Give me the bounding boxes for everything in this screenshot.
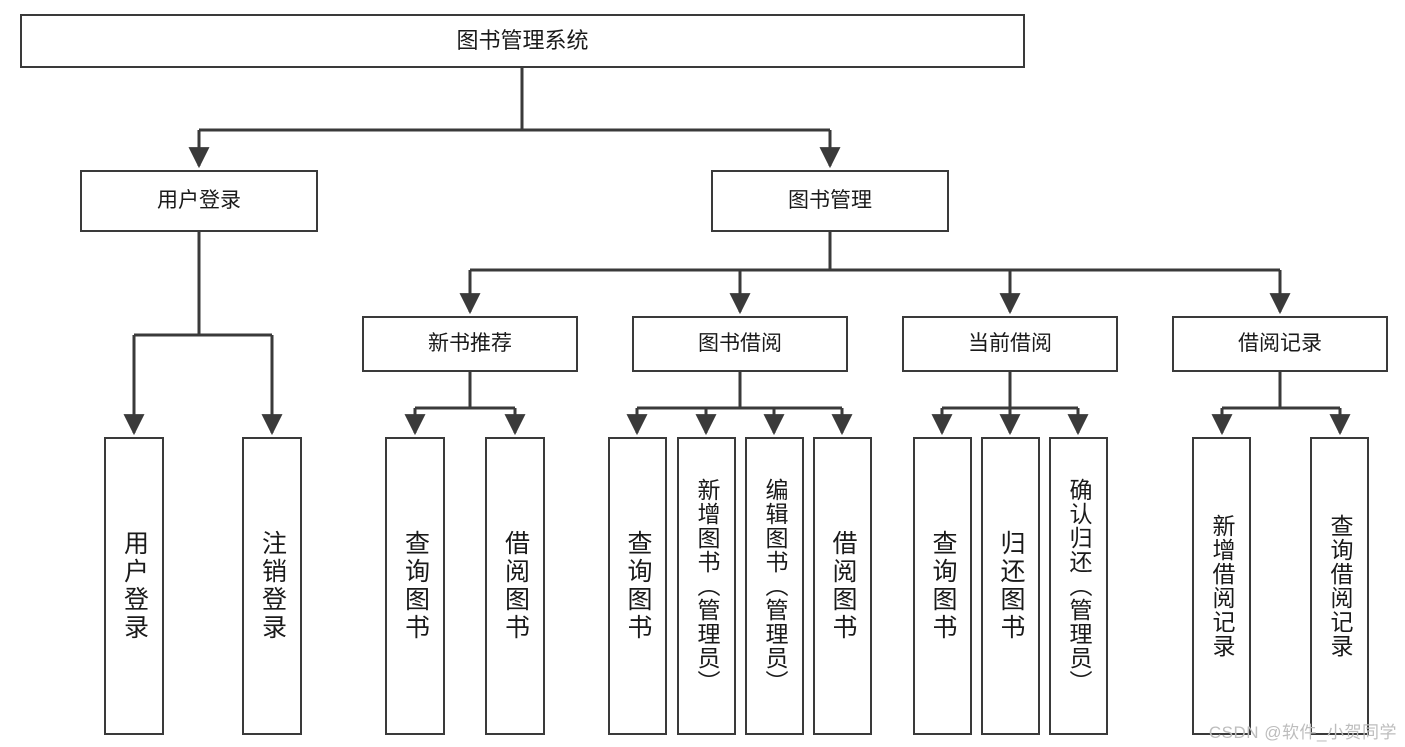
node-current-borrow[interactable]: 当前借阅 [902, 316, 1118, 372]
leaf-book-borrow-query-book[interactable]: 查询图书 [608, 437, 667, 735]
node-label: 查询图书 [401, 530, 430, 642]
node-label: 图书管理 [788, 188, 872, 212]
node-book-borrow[interactable]: 图书借阅 [632, 316, 848, 372]
node-label: 图书管理系统 [456, 28, 589, 54]
leaf-new-book-query-book[interactable]: 查询图书 [385, 437, 445, 735]
leaf-current-borrow-query-book[interactable]: 查询图书 [913, 437, 972, 735]
leaf-current-borrow-return-book[interactable]: 归还图书 [981, 437, 1040, 735]
node-label: 新增图书（管理员） [694, 478, 720, 694]
node-label: 查询借阅记录 [1327, 514, 1353, 658]
node-label: 编辑图书（管理员） [762, 478, 788, 694]
node-label: 当前借阅 [968, 331, 1052, 355]
node-label: 注销登录 [258, 530, 287, 642]
node-borrow-record[interactable]: 借阅记录 [1172, 316, 1388, 372]
node-root-system[interactable]: 图书管理系统 [20, 14, 1025, 68]
node-label: 图书借阅 [698, 331, 782, 355]
leaf-book-borrow-borrow-book[interactable]: 借阅图书 [813, 437, 872, 735]
node-label: 归还图书 [997, 530, 1025, 642]
leaf-book-borrow-edit-book-admin[interactable]: 编辑图书（管理员） [745, 437, 804, 735]
node-book-management[interactable]: 图书管理 [711, 170, 949, 232]
node-label: 查询图书 [929, 530, 957, 642]
node-label: 借阅图书 [829, 530, 857, 642]
leaf-borrow-record-add-record[interactable]: 新增借阅记录 [1192, 437, 1251, 735]
leaf-user-login-login[interactable]: 用户登录 [104, 437, 164, 735]
leaf-current-borrow-confirm-return-admin[interactable]: 确认归还（管理员） [1049, 437, 1108, 735]
node-user-login[interactable]: 用户登录 [80, 170, 318, 232]
leaf-user-login-logout[interactable]: 注销登录 [242, 437, 302, 735]
node-label: 用户登录 [157, 188, 241, 212]
leaf-book-borrow-add-book-admin[interactable]: 新增图书（管理员） [677, 437, 736, 735]
node-label: 借阅图书 [501, 530, 530, 642]
node-label: 新增借阅记录 [1209, 514, 1235, 658]
leaf-new-book-borrow-book[interactable]: 借阅图书 [485, 437, 545, 735]
node-label: 新书推荐 [428, 331, 512, 355]
leaf-borrow-record-query-record[interactable]: 查询借阅记录 [1310, 437, 1369, 735]
node-label: 借阅记录 [1238, 331, 1322, 355]
node-label: 确认归还（管理员） [1066, 478, 1092, 694]
node-label: 用户登录 [120, 530, 149, 642]
node-label: 查询图书 [624, 530, 652, 642]
node-new-book-recommend[interactable]: 新书推荐 [362, 316, 578, 372]
